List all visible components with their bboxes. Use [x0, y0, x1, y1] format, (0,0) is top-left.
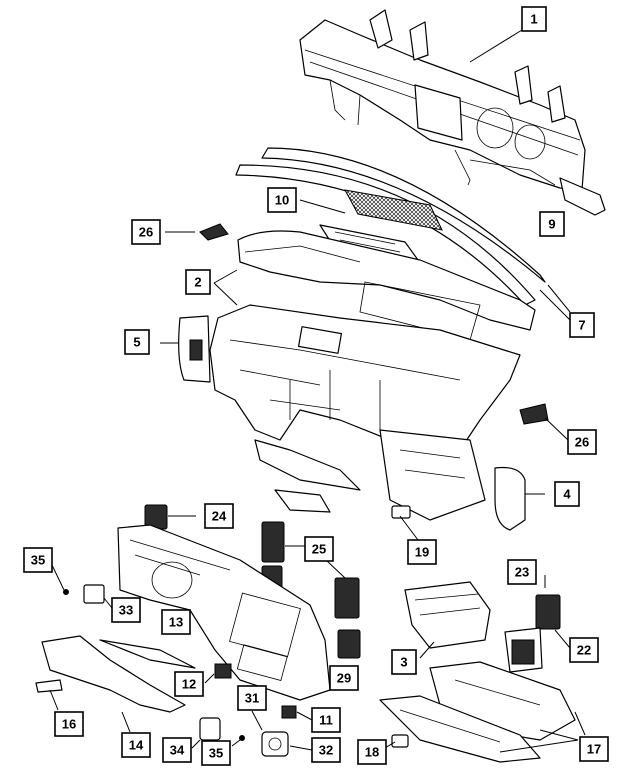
callout-14: 14 [121, 732, 151, 758]
switch-part-12 [214, 663, 232, 679]
callout-19-label: 19 [415, 545, 429, 560]
callout-5: 5 [124, 329, 150, 355]
callout-10-label: 10 [275, 193, 289, 208]
callout-32-label: 32 [319, 743, 333, 758]
callout-9: 9 [539, 211, 565, 237]
glove-box-door-part [379, 661, 576, 763]
headlamp-switch-part [63, 584, 105, 604]
callout-19: 19 [407, 539, 437, 565]
callout-31: 31 [237, 685, 267, 711]
side-vent-part-upper [199, 223, 229, 241]
callout-2-label: 2 [194, 275, 201, 290]
callout-26-upper: 26 [131, 219, 161, 245]
callout-7-label: 7 [578, 318, 585, 333]
callout-13: 13 [161, 609, 191, 635]
left-end-cap-part [178, 315, 211, 383]
switch-part [391, 505, 411, 519]
callout-1: 1 [521, 6, 547, 32]
callout-35-bottom-label: 35 [209, 746, 223, 761]
callout-18: 18 [357, 739, 387, 765]
callout-2: 2 [185, 269, 211, 295]
callout-3-label: 3 [400, 655, 407, 670]
switch-part-11 [281, 705, 297, 719]
callout-4: 4 [554, 481, 580, 507]
callout-10: 10 [267, 187, 297, 213]
callout-23: 23 [507, 559, 537, 585]
vent-part-29 [334, 577, 361, 659]
callout-5-label: 5 [133, 335, 140, 350]
callout-12: 12 [174, 671, 204, 697]
callout-17: 17 [579, 736, 609, 762]
callout-22-label: 22 [577, 643, 591, 658]
callout-4-label: 4 [563, 487, 571, 502]
callout-13-label: 13 [169, 615, 183, 630]
side-vent-part-lower [519, 403, 549, 425]
callout-33: 33 [111, 597, 141, 623]
switch-part-34 [199, 717, 245, 741]
callout-11-label: 11 [319, 713, 333, 728]
vent-bezel-part-22 [504, 627, 543, 673]
callout-35-left: 35 [23, 547, 53, 573]
callout-11: 11 [311, 707, 341, 733]
cross-car-beam-part [299, 9, 606, 216]
callout-29: 29 [329, 665, 359, 691]
lower-bezel-part [41, 635, 196, 713]
callout-23-label: 23 [515, 565, 529, 580]
bracket-part [35, 679, 63, 693]
callout-24: 24 [204, 503, 234, 529]
callout-35-bottom: 35 [201, 740, 231, 766]
callout-9-label: 9 [548, 217, 555, 232]
callout-16: 16 [54, 711, 84, 737]
instrument-panel-top-pad-part [237, 230, 536, 341]
callout-33-label: 33 [119, 603, 133, 618]
callout-16-label: 16 [62, 717, 76, 732]
latch-part [391, 734, 409, 748]
callout-24-label: 24 [212, 509, 227, 524]
right-end-cap-part [494, 466, 526, 531]
callout-14-label: 14 [129, 738, 144, 753]
switch-part-32 [261, 731, 289, 757]
callout-1-label: 1 [530, 12, 537, 27]
callout-32: 32 [311, 737, 341, 763]
callout-22: 22 [569, 637, 599, 663]
glove-box-bin-part [404, 581, 491, 649]
instrument-panel-base-part [209, 304, 521, 521]
callout-3: 3 [391, 649, 417, 675]
callout-34-label: 34 [170, 743, 185, 758]
callout-26-upper-label: 26 [139, 225, 153, 240]
callout-26-lower: 26 [567, 429, 597, 455]
cluster-bezel-part [117, 524, 331, 701]
callout-34: 34 [162, 737, 192, 763]
callout-18-label: 18 [365, 745, 379, 760]
callout-31-label: 31 [245, 691, 259, 706]
callout-26-lower-label: 26 [575, 435, 589, 450]
vent-part-25 [261, 521, 285, 589]
callout-17-label: 17 [587, 742, 601, 757]
callout-12-label: 12 [182, 677, 196, 692]
callout-7: 7 [569, 312, 595, 338]
callout-25: 25 [304, 536, 334, 562]
vent-part-23 [535, 594, 561, 630]
callout-29-label: 29 [337, 671, 351, 686]
callout-25-label: 25 [312, 542, 326, 557]
callout-35-left-label: 35 [31, 553, 45, 568]
defroster-grille-part [319, 189, 443, 261]
